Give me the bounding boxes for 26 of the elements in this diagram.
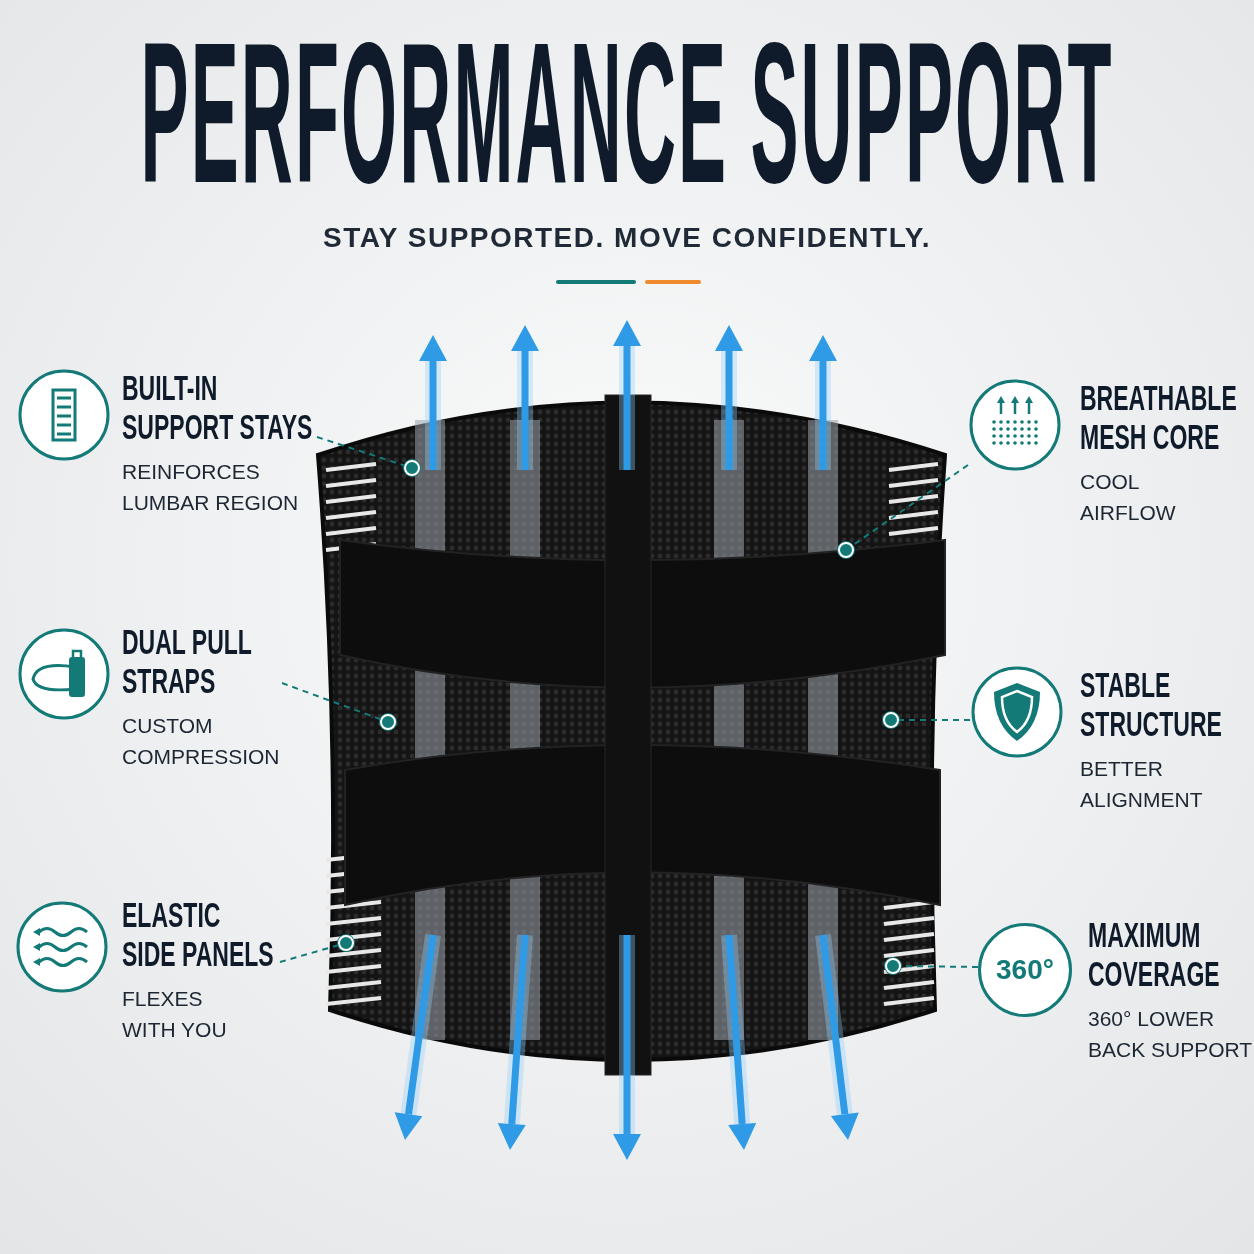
feature-description: COOL AIRFLOW [1080, 469, 1176, 526]
callout-dot [380, 714, 396, 730]
feature-heading: STABLE STRUCTURE [1080, 665, 1222, 743]
feature-description: 360° LOWER BACK SUPPORT [1088, 1006, 1253, 1063]
coverage-badge: 360° [978, 923, 1072, 1017]
leader-line [898, 719, 971, 721]
feature-description: FLEXES WITH YOU [122, 986, 227, 1043]
callout-dot [838, 542, 854, 558]
feature-description: BETTER ALIGNMENT [1080, 756, 1203, 813]
feature-heading: DUAL PULL STRAPS [122, 622, 252, 700]
callout-dot [338, 935, 354, 951]
feature-description: REINFORCES LUMBAR REGION [122, 459, 299, 516]
feature-description: CUSTOM COMPRESSION [122, 713, 280, 770]
callout-dot [885, 958, 901, 974]
feature-heading: ELASTIC SIDE PANELS [122, 895, 274, 973]
callout-dot [404, 460, 420, 476]
title: PERFORMANCE SUPPORT [140, 32, 1114, 192]
feature-heading: BREATHABLE MESH CORE [1080, 378, 1237, 456]
subtitle: STAY SUPPORTED. MOVE CONFIDENTLY. [322, 222, 932, 254]
leader-line [281, 682, 382, 721]
leader-line [279, 944, 340, 963]
feature-heading: BUILT-IN SUPPORT STAYS [122, 368, 313, 446]
callout-dot [883, 712, 899, 728]
leader-line [851, 464, 969, 547]
leader-line [316, 436, 406, 467]
feature-heading: MAXIMUM COVERAGE [1088, 915, 1220, 993]
